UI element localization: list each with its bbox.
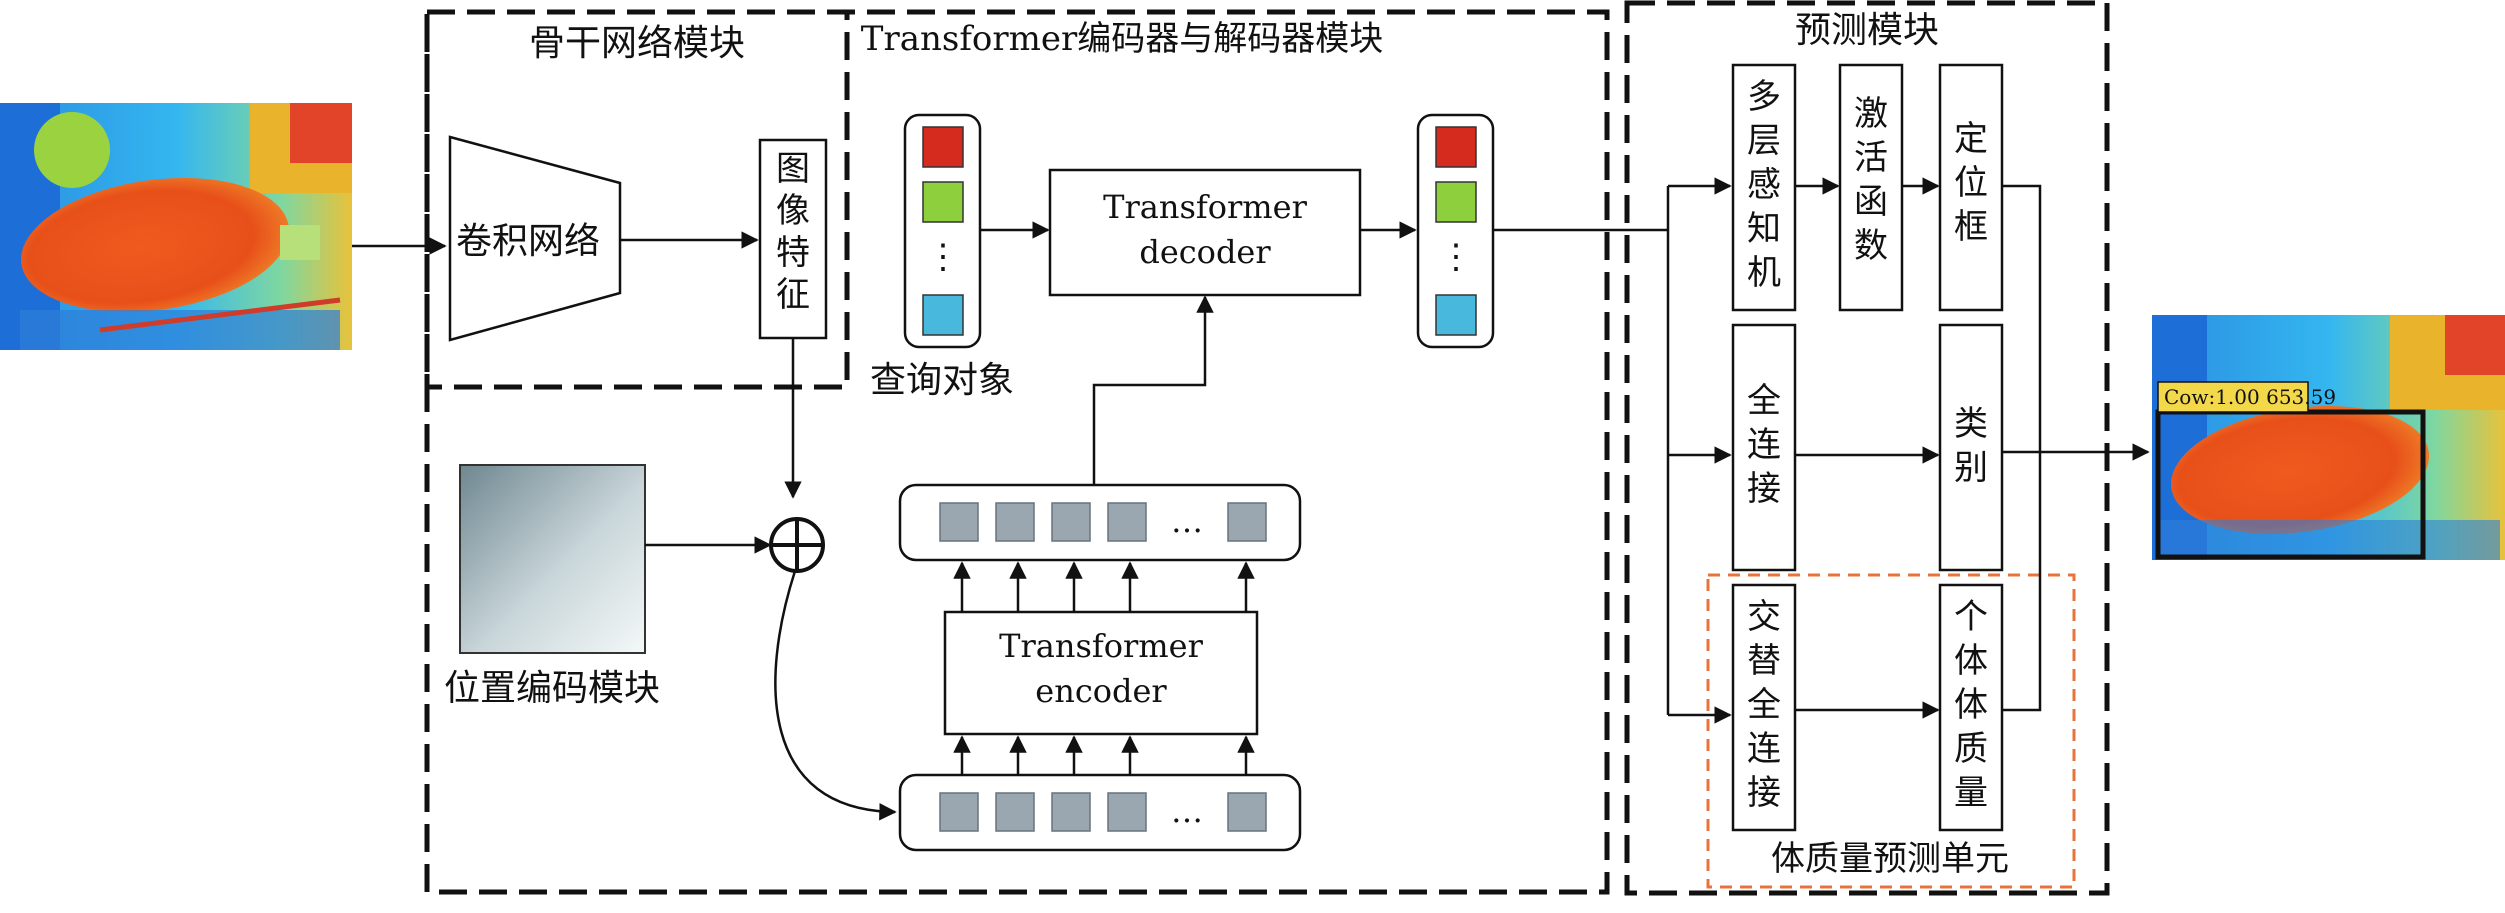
svg-text:连: 连 xyxy=(1747,729,1781,769)
svg-text:体: 体 xyxy=(1954,641,1988,681)
transformer-title: Transformer编码器与解码器模块 xyxy=(861,19,1383,59)
svg-text:知: 知 xyxy=(1747,209,1781,249)
encoder-output-tokens: … xyxy=(898,483,1302,562)
output-token-green xyxy=(1435,181,1477,223)
output-token-red xyxy=(1435,126,1477,168)
bbox-label: 定 位 框 xyxy=(1954,119,1988,247)
weight-unit-label: 体质量预测单元 xyxy=(1771,839,2009,879)
svg-text:多: 多 xyxy=(1747,77,1781,117)
image-feature-label: 图 像 特 征 xyxy=(776,149,810,315)
add-operator-icon xyxy=(769,517,825,573)
query-token-blue xyxy=(922,294,964,336)
svg-text:全: 全 xyxy=(1747,685,1781,725)
conv-network-trapezoid xyxy=(448,135,622,342)
svg-text:接: 接 xyxy=(1747,469,1781,509)
prediction-module-frame xyxy=(1624,0,2110,896)
svg-text:感: 感 xyxy=(1747,165,1781,205)
class-label: 类 别 xyxy=(1954,404,1988,488)
query-token-red xyxy=(922,126,964,168)
mlp-label: 多 层 感 知 机 xyxy=(1747,77,1781,293)
svg-text:征: 征 xyxy=(776,275,810,315)
svg-text:体: 体 xyxy=(1954,685,1988,725)
activation-box xyxy=(1838,63,1904,312)
svg-text:活: 活 xyxy=(1854,138,1888,178)
output-depth-image: Cow:1.00 653.59 xyxy=(2152,315,2505,560)
svg-text:定: 定 xyxy=(1954,119,1988,159)
detection-label: Cow:1.00 653.59 xyxy=(2164,385,2336,409)
svg-text:质: 质 xyxy=(1954,729,1988,769)
transformer-encoder-box xyxy=(943,610,1259,736)
encoder-input-tokens: … xyxy=(898,773,1302,852)
svg-text:位: 位 xyxy=(1954,163,1988,203)
svg-text:交: 交 xyxy=(1747,597,1781,637)
input-depth-image xyxy=(0,103,352,350)
svg-text:decoder: decoder xyxy=(1139,233,1271,271)
position-encoding-label: 位置编码模块 xyxy=(444,668,660,709)
query-object-tokens: ⋮ xyxy=(903,113,982,349)
query-object-label: 查询对象 xyxy=(870,360,1014,401)
fc-box xyxy=(1731,323,1797,572)
svg-text:层: 层 xyxy=(1747,121,1781,161)
svg-text:别: 别 xyxy=(1954,448,1988,488)
svg-text:特: 特 xyxy=(776,233,810,273)
weight-label: 个 体 体 质 量 xyxy=(1954,597,1988,813)
svg-text:像: 像 xyxy=(776,191,810,231)
svg-text:量: 量 xyxy=(1954,773,1988,813)
svg-text:图: 图 xyxy=(776,149,810,189)
fc-label: 全 连 接 xyxy=(1747,381,1781,509)
svg-text:函: 函 xyxy=(1854,182,1888,222)
weight-box xyxy=(1938,583,2004,832)
svg-text:类: 类 xyxy=(1954,404,1988,444)
svg-text:连: 连 xyxy=(1747,425,1781,465)
position-encoding-image xyxy=(459,464,646,654)
transformer-module-frame xyxy=(424,9,1610,895)
svg-text:个: 个 xyxy=(1954,597,1988,637)
decoder-output-tokens: ⋮ xyxy=(1416,113,1495,349)
transformer-decoder-label: Transformer xyxy=(1103,188,1307,226)
svg-text:encoder: encoder xyxy=(1035,672,1167,710)
svg-text:接: 接 xyxy=(1747,773,1781,813)
svg-text:…: … xyxy=(1171,502,1203,540)
svg-text:…: … xyxy=(1171,792,1203,830)
encoder-input-arrows xyxy=(953,735,1255,775)
query-token-green xyxy=(922,181,964,223)
prediction-title: 预测模块 xyxy=(1795,10,1939,51)
conv-network-label: 卷积网络 xyxy=(456,221,600,262)
mlp-box xyxy=(1731,63,1797,312)
encoder-output-arrows xyxy=(953,561,1255,612)
weight-unit-frame xyxy=(1706,573,2076,889)
svg-text:激: 激 xyxy=(1854,94,1888,134)
class-box xyxy=(1938,323,2004,572)
transformer-decoder-box xyxy=(1048,168,1362,297)
activation-label: 激 活 函 数 xyxy=(1854,94,1888,266)
svg-text:全: 全 xyxy=(1747,381,1781,421)
output-token-blue xyxy=(1435,294,1477,336)
bbox-box xyxy=(1938,63,2004,312)
svg-text:替: 替 xyxy=(1747,641,1781,681)
svg-text:数: 数 xyxy=(1854,226,1888,266)
backbone-title: 骨干网络模块 xyxy=(529,23,745,64)
svg-text:框: 框 xyxy=(1954,207,1988,247)
svg-text:⋮: ⋮ xyxy=(926,237,960,277)
svg-text:机: 机 xyxy=(1747,253,1781,293)
svg-text:⋮: ⋮ xyxy=(1439,237,1473,277)
alt-fc-box xyxy=(1731,583,1797,832)
alt-fc-label: 交 替 全 连 接 xyxy=(1747,597,1781,813)
transformer-encoder-label: Transformer xyxy=(999,627,1203,665)
